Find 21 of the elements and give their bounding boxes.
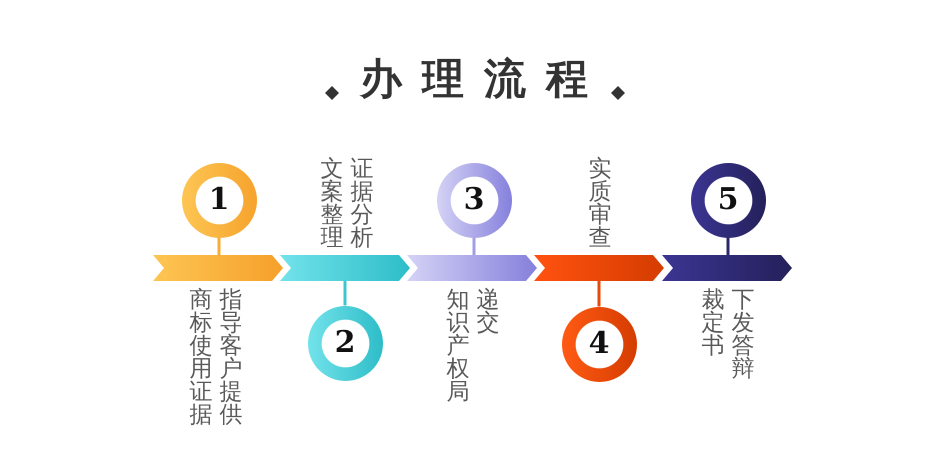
chevron-band (662, 255, 792, 281)
chevron-band (407, 255, 537, 281)
chevron-band (153, 255, 283, 281)
diagram-title: 办理流程 (358, 58, 608, 100)
step-description: 实质审查 (588, 158, 612, 250)
step-description: 下发答辩裁定书 (701, 289, 755, 381)
step-circle: 5 (690, 162, 766, 238)
chevron-band (280, 255, 410, 281)
connector-line (344, 281, 346, 306)
step-circle: 3 (436, 162, 512, 238)
connector-line (472, 238, 476, 255)
step-description: 递交知识产权局 (446, 289, 500, 404)
step-description: 证据分析文案整理 (320, 158, 374, 250)
step-description: 指导客户提供商标使用证据 (189, 289, 243, 427)
connector-line (218, 238, 220, 255)
step-circle: 4 (562, 306, 636, 382)
connector-line (726, 238, 730, 255)
step-circle: 1 (182, 162, 256, 238)
chevron-band (534, 255, 664, 281)
step-circle: 2 (308, 306, 382, 380)
connector-line (598, 281, 600, 306)
